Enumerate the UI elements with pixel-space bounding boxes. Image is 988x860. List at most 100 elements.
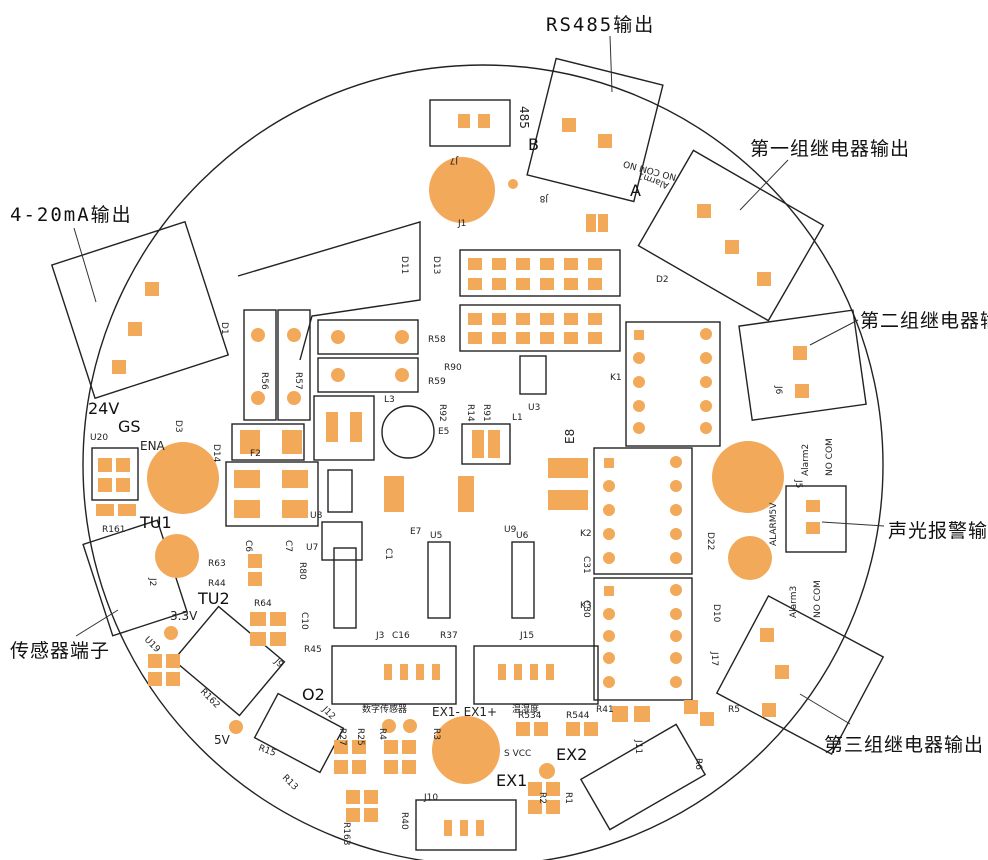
callout-alarm: 声光报警输出 (888, 520, 988, 542)
label-o2: O2 (302, 685, 325, 704)
callout-4-20ma: 4-20mA输出 (10, 204, 133, 226)
label-alarm2: Alarm2 (801, 444, 811, 476)
relay-k1 (625, 321, 721, 447)
label-gs: GS (118, 417, 141, 436)
relay-k2 (593, 447, 693, 575)
fuse-f2 (231, 423, 305, 461)
caps-c6-c7 (225, 461, 319, 527)
label-3v3: 3.3V (170, 609, 198, 623)
ref-designator: R44 (208, 579, 226, 589)
callout-relay3: 第三组继电器输出 (824, 734, 985, 756)
pad-field (96, 179, 714, 836)
ref-designator: R6 (693, 758, 703, 770)
chip-u4 (333, 547, 357, 629)
connector-j10 (415, 799, 517, 851)
mount-hole (155, 534, 199, 578)
callout-relay2: 第二组继电器输出 (860, 310, 988, 332)
ref-designator: J8 (539, 193, 549, 203)
label-digital-sensor: 数字传感器 (362, 703, 407, 715)
label-e8: E8 (563, 429, 577, 444)
label-ex1-pair: EX1- EX1+ (432, 705, 497, 719)
ref-designator: R37 (440, 631, 458, 641)
ref-designator: R58 (428, 335, 446, 345)
chip-u7 (321, 521, 363, 561)
ref-designator: E7 (410, 527, 421, 537)
ref-designator: R90 (444, 363, 462, 373)
chip-u5 (427, 541, 451, 619)
ref-designator: C16 (392, 631, 410, 641)
ref-designator: U7 (306, 543, 318, 553)
ref-designator: D11 (399, 256, 409, 274)
ref-designator: R13 (280, 773, 300, 793)
connector-j7 (429, 99, 511, 147)
ref-designator: U9 (504, 525, 517, 535)
ref-designator: K1 (610, 373, 622, 383)
ref-designator: C1 (383, 548, 393, 560)
connector-j11 (579, 723, 707, 831)
ref-designator: R41 (596, 705, 614, 715)
ref-designator: L3 (384, 395, 395, 405)
ref-designator: R25 (355, 728, 365, 746)
ref-designator: C7 (283, 540, 293, 552)
label-24v: 24V (88, 399, 119, 418)
ref-designator: R59 (428, 377, 446, 387)
ref-designator: R91 (481, 404, 491, 422)
ref-designator: D14 (211, 444, 221, 463)
ref-designator: C6 (243, 540, 253, 552)
board-cutout (237, 221, 421, 361)
mount-hole (429, 157, 495, 223)
callout-rs485: RS485输出 (546, 14, 656, 36)
inductor-l3 (313, 395, 375, 461)
resistor-r56-r57 (243, 309, 311, 421)
chip-u8 (327, 469, 353, 513)
ref-designator: U6 (516, 531, 529, 541)
ref-designator: L1 (512, 413, 523, 423)
ref-designator: R2 (537, 792, 547, 804)
ref-designator: C31 (581, 556, 591, 574)
cap-e5 (381, 405, 435, 459)
ref-designator: R56 (259, 372, 269, 390)
label-ex2: EX2 (556, 745, 587, 764)
relay-k3 (593, 577, 693, 701)
label-ex1: EX1 (496, 771, 527, 790)
connector-j12 (253, 692, 345, 774)
resistor-r58-r59 (317, 319, 419, 393)
callout-relay1: 第一组继电器输出 (750, 138, 911, 160)
label-nocom-3: NO COM (813, 580, 823, 618)
ref-designator: R57 (293, 372, 303, 390)
label-5v: 5V (214, 733, 231, 747)
ref-designator: U3 (528, 403, 540, 413)
ref-designator: R14 (465, 404, 475, 422)
ref-designator: R63 (208, 559, 226, 569)
label-b: B (528, 135, 539, 154)
ref-designator: D2 (656, 275, 669, 285)
label-tu2: TU2 (197, 589, 230, 608)
ref-designator: D13 (431, 256, 441, 274)
connector-relay1 (637, 149, 825, 322)
connector-relay2 (738, 309, 867, 421)
ref-designator: R80 (297, 562, 307, 580)
ref-designator: R64 (254, 599, 272, 609)
ref-designator: D10 (711, 604, 721, 623)
ref-designator: C30 (581, 600, 591, 618)
label-a: A (630, 181, 641, 200)
ref-designator: J2 (147, 577, 157, 586)
connector-relay3 (715, 594, 885, 756)
ref-designator: J5 (793, 479, 803, 488)
ref-designator: D1 (219, 322, 229, 335)
label-svcc: S VCC (504, 749, 531, 759)
ref-designator: R162 (198, 687, 222, 711)
ref-designator: R1 (563, 792, 573, 804)
ref-designator: R15 (257, 743, 277, 758)
connector-j15 (473, 645, 599, 705)
ref-designator: U5 (430, 531, 442, 541)
mount-hole (728, 536, 772, 580)
ref-designator: R40 (399, 812, 409, 830)
ref-designator: R163 (341, 822, 351, 845)
ref-designator: J6 (773, 385, 783, 395)
ref-designator: J9 (271, 656, 285, 670)
label-temp-hum: 温湿度 (512, 703, 539, 715)
ref-designator: R5 (728, 705, 740, 715)
chip-u3 (519, 355, 547, 395)
